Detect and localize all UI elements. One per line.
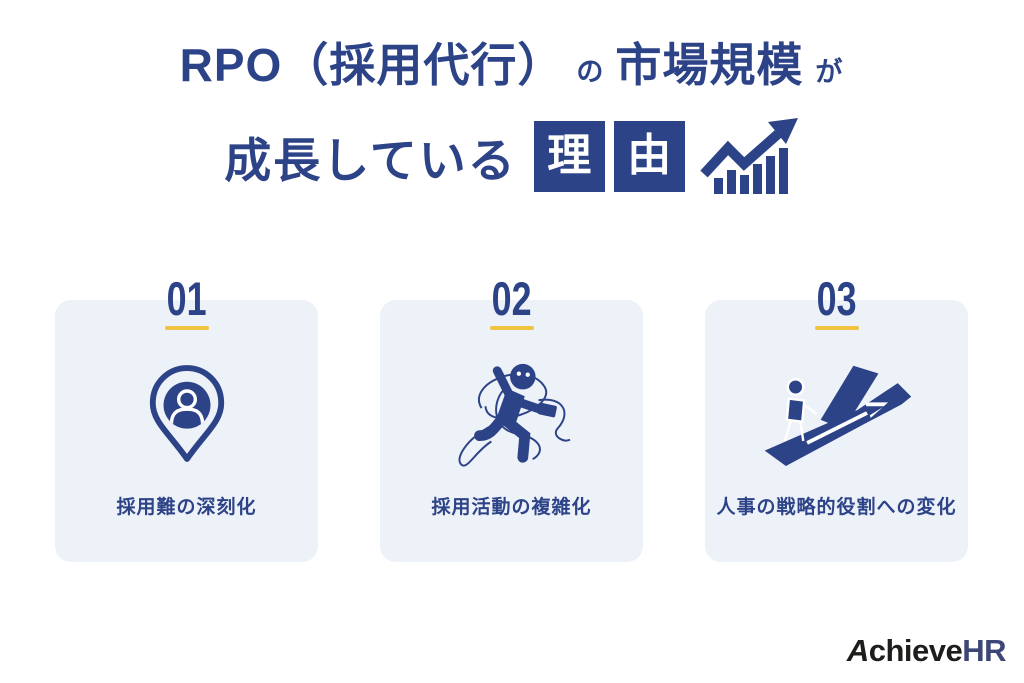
card-1-label: 採用難の深刻化 bbox=[116, 497, 257, 518]
title-line-1: RPO（採用代行） の 市場規模 が bbox=[0, 40, 1024, 96]
branching-path-person-icon bbox=[764, 365, 911, 467]
reason-card-2: 02 bbox=[380, 275, 643, 562]
title-emphasis-text: 市場規模 bbox=[615, 39, 804, 91]
title-particle-no: の bbox=[576, 57, 604, 87]
reason-card-1: 01 採用難の深刻化 bbox=[55, 275, 318, 562]
achievehr-logo: AchieveHR bbox=[846, 633, 1007, 668]
card-2-number: 02 bbox=[380, 275, 643, 330]
card-2-icon-area bbox=[380, 356, 643, 472]
growth-chart-icon bbox=[700, 118, 798, 194]
location-pin-person-icon bbox=[149, 365, 224, 462]
card-1-icon-area bbox=[55, 356, 318, 472]
reason-card-3: 03 bbox=[705, 275, 968, 562]
title-particle-ga: が bbox=[815, 57, 843, 87]
title-block: RPO（採用代行） の 市場規模 が 成長している 理 由 bbox=[0, 40, 1024, 194]
logo-hr-text: HR bbox=[962, 633, 1006, 668]
title-main-text: RPO（採用代行） bbox=[179, 39, 565, 91]
card-1-number: 01 bbox=[55, 275, 318, 330]
title-line-2: 成長している 理 由 bbox=[0, 118, 1024, 194]
card-3-label: 人事の戦略的役割への変化 bbox=[716, 497, 957, 518]
title-line2-text: 成長している bbox=[224, 133, 517, 187]
card-2-label: 採用活動の複雑化 bbox=[431, 497, 592, 518]
boxed-char-yu: 由 bbox=[613, 120, 685, 192]
logo-achieve-text: Achieve bbox=[846, 633, 963, 668]
boxed-char-ri: 理 bbox=[533, 120, 605, 192]
card-3-icon-area bbox=[705, 356, 968, 472]
card-3-number: 03 bbox=[705, 275, 968, 330]
card-2-number-underline bbox=[489, 326, 534, 330]
reason-cards-row: 01 採用難の深刻化 02 bbox=[55, 275, 968, 562]
card-1-number-underline bbox=[164, 326, 209, 330]
tangled-person-icon bbox=[458, 363, 571, 467]
card-3-number-underline bbox=[814, 326, 859, 330]
